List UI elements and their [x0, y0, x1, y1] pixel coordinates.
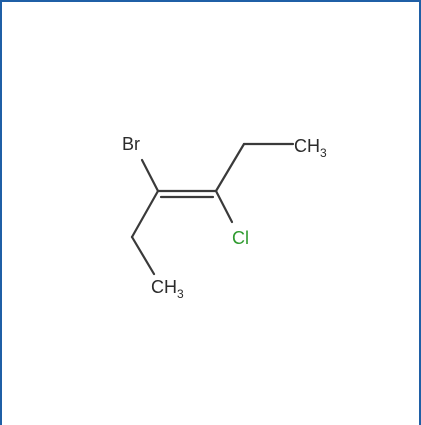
atom-ch3-top-subscript: 3 [320, 146, 327, 160]
atom-ch3-bottom-subscript: 3 [177, 287, 184, 301]
bond-br-c1 [140, 158, 160, 193]
atom-ch3-top: CH3 [294, 136, 327, 160]
atom-br-label: Br [122, 134, 140, 154]
bond-c1-c4 [130, 189, 160, 239]
bond-c4-ch3-bottom [130, 235, 156, 276]
atom-ch3-bottom: CH3 [151, 277, 184, 301]
bond-c2-cl [214, 189, 234, 224]
bond-c2-c3 [214, 142, 246, 193]
atom-ch3-bottom-main: CH [151, 277, 177, 297]
atom-ch3-top-main: CH [294, 136, 320, 156]
atom-cl-label: Cl [232, 228, 249, 248]
